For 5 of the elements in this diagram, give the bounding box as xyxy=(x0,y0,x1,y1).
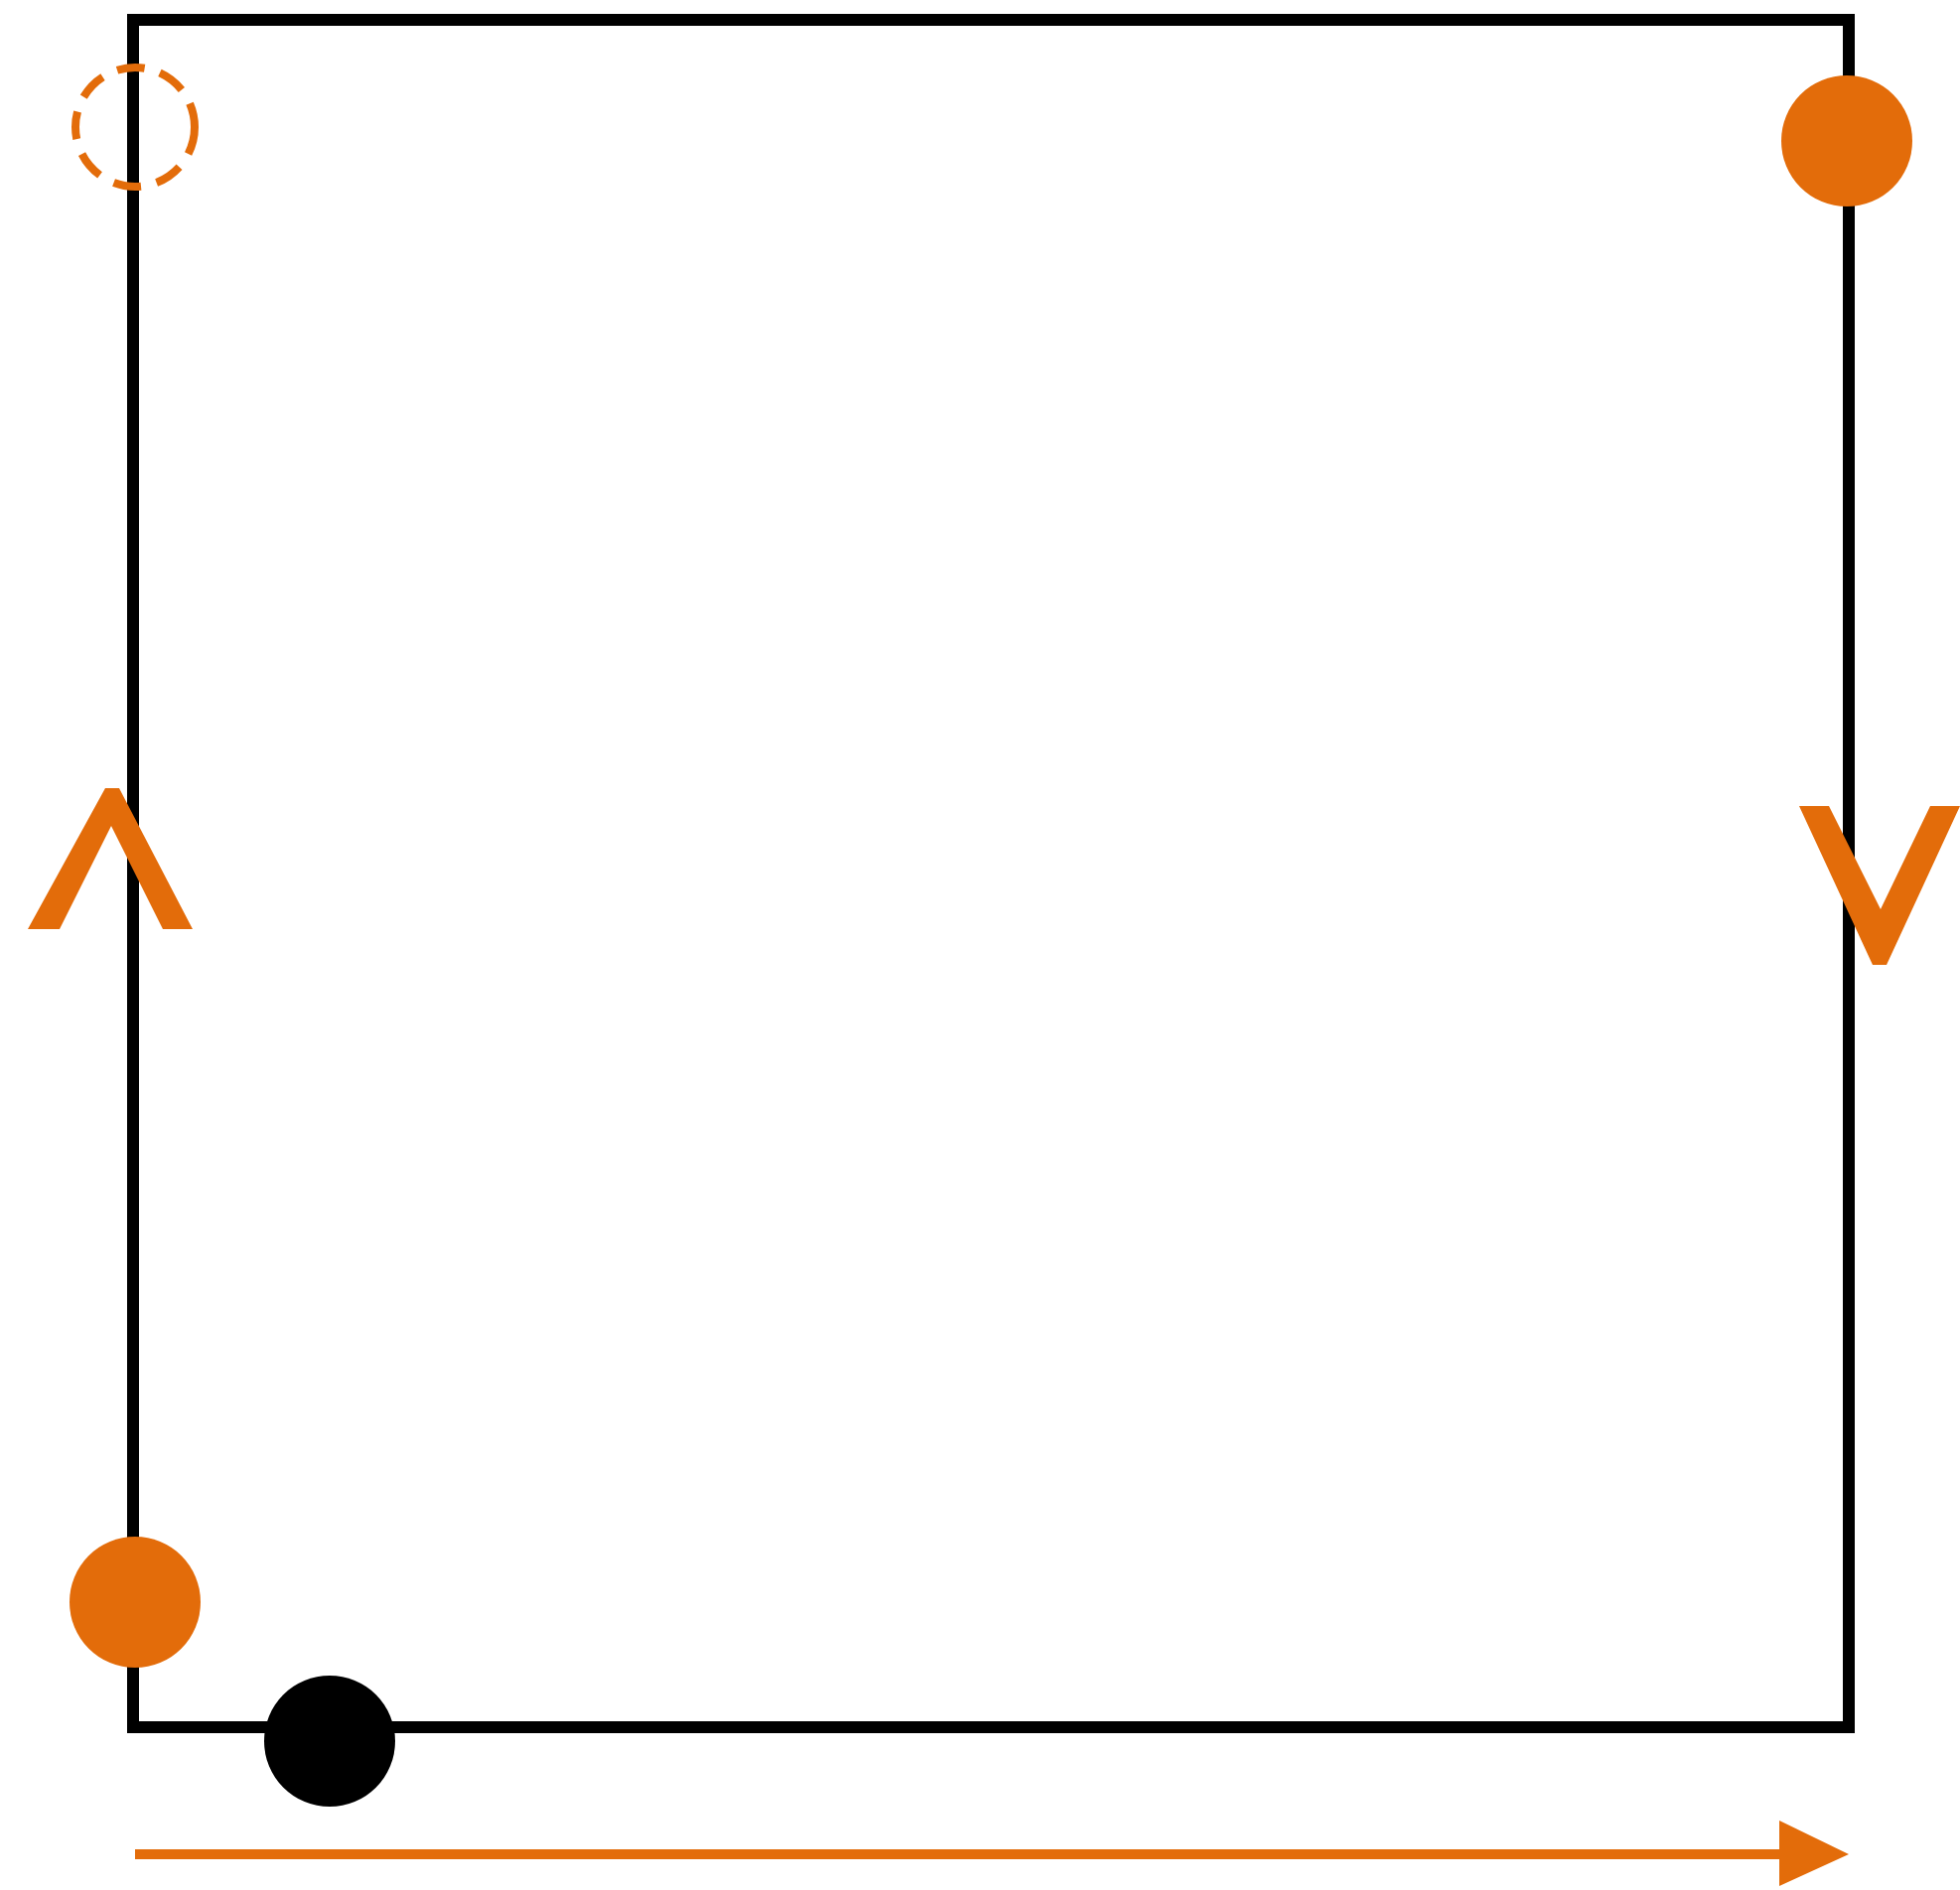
circle-marker xyxy=(70,62,201,193)
circle-marker xyxy=(70,1537,201,1668)
circle-marker xyxy=(264,1676,395,1807)
circle-marker xyxy=(1781,75,1912,206)
square-outline xyxy=(127,14,1855,1733)
